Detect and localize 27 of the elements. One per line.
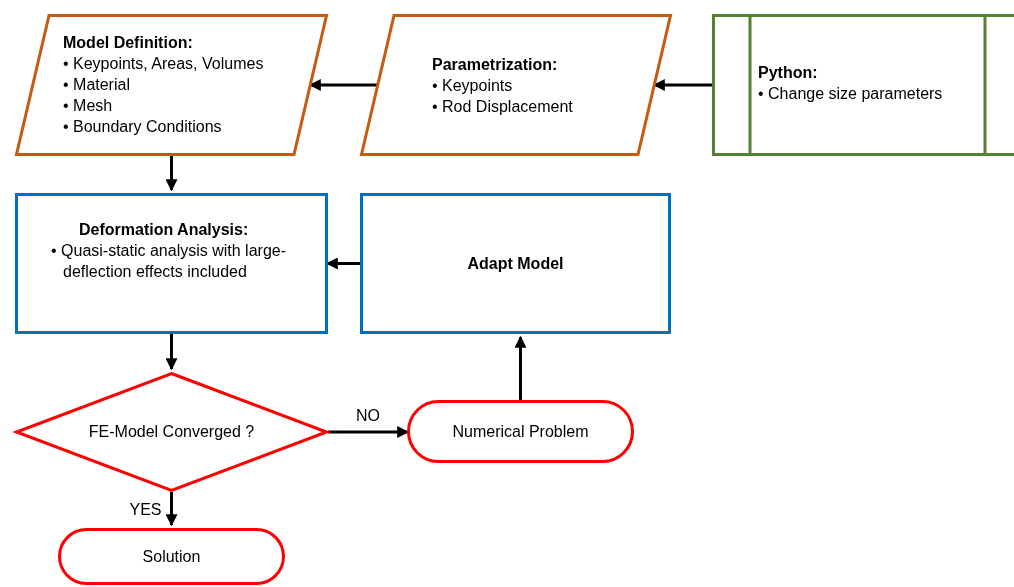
data-parallelogram <box>15 14 328 156</box>
node-label: Numerical Problem <box>452 421 589 442</box>
arrow <box>165 334 178 371</box>
process-box <box>15 193 328 334</box>
arrow <box>514 335 527 400</box>
decision-diamond <box>15 372 328 492</box>
heading: Parametrization: <box>432 55 559 75</box>
predefined-process-box <box>712 14 1014 156</box>
bullet-item: • Material <box>63 75 131 95</box>
arrow <box>165 492 178 527</box>
bullet-item: • Keypoints, Areas, Volumes <box>63 54 265 74</box>
node-label: Solution <box>142 546 201 567</box>
bullet-item: • Mesh <box>63 96 114 116</box>
heading: Model Definition: <box>63 33 194 53</box>
node-label: FE-Model Converged ? <box>88 422 255 442</box>
terminal-stadium <box>58 528 285 585</box>
node-label: Adapt Model <box>467 253 564 274</box>
data-parallelogram <box>360 14 672 156</box>
bullet-item: • Change size parameters <box>758 84 944 104</box>
bullet-item: • Keypoints <box>432 76 514 96</box>
bullet-item: • Boundary Conditions <box>63 117 223 137</box>
heading: Deformation Analysis: <box>78 220 250 240</box>
arrow <box>165 156 178 192</box>
bullet-item: • Rod Displacement <box>432 97 574 117</box>
heading: Python: <box>758 63 819 83</box>
process-box <box>360 193 671 334</box>
bullet-item: • Quasi-static analysis with large-deflection effects included <box>51 241 287 282</box>
